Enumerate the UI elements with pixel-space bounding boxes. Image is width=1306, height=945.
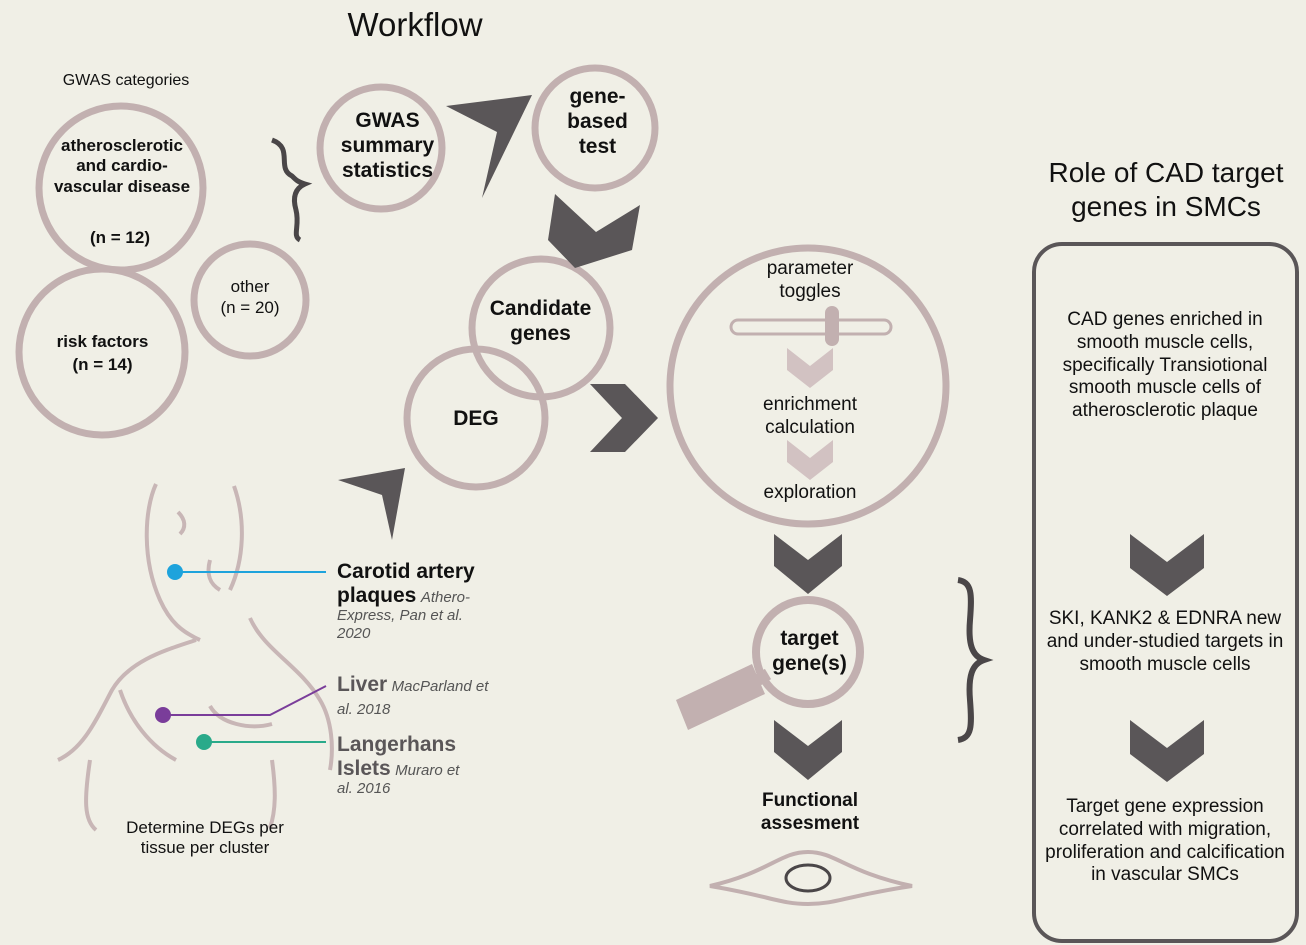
gene-test-label: gene-based test: [567, 85, 628, 159]
gene-test-circle: [531, 64, 659, 192]
other-circle: [190, 240, 310, 360]
target-label: target gene(s): [772, 627, 847, 676]
liver-cite: MacParland et al. 2018: [337, 678, 489, 719]
light-arrow-2: [787, 440, 833, 480]
athero-count: (n = 12): [90, 228, 150, 247]
role-arrow-2: [1130, 720, 1204, 782]
other-count: (n = 20): [220, 298, 280, 317]
functional-label: Functional assesment: [760, 790, 860, 834]
finding-2: SKI, KANK2 & EDNRA new and under-studied…: [1046, 608, 1284, 675]
carotid-name: Carotid artery plaques: [337, 560, 475, 607]
gwas-categories-heading: GWAS categories: [62, 72, 190, 89]
other-label: other: [230, 277, 270, 296]
role-arrow-1: [1130, 534, 1204, 596]
risk-count: (n = 14): [72, 355, 133, 374]
islets-name: Langerhans Islets: [337, 733, 457, 780]
smc-cell: [709, 849, 913, 907]
liver-line: [163, 685, 327, 716]
arrow-to-gene-test: [446, 95, 532, 198]
arrow-to-pipeline: [590, 384, 658, 452]
role-title: Role of CAD target genes in SMCs: [1048, 157, 1284, 222]
light-arrow-1: [787, 348, 833, 388]
carotid-dot: [167, 564, 183, 580]
liver-tissue: Liver MacParland et al. 2018: [337, 671, 507, 721]
slider-track: [729, 318, 893, 336]
summary-stats-circle: [316, 83, 446, 213]
candidate-label: Candidate genes: [489, 297, 592, 346]
candidate-circle: [468, 255, 614, 401]
risk-circle: [15, 265, 189, 439]
carotid-cite: Athero-Express, Pan et al. 2020: [337, 588, 471, 642]
gwas-brace: [270, 137, 313, 243]
islets-cite: Muraro et al. 2016: [337, 761, 460, 798]
finding-3: Target gene expression correlated with m…: [1045, 796, 1285, 886]
right-brace: [957, 577, 994, 743]
arrow-to-functional: [774, 720, 842, 780]
body-caption: Determine DEGs per tissue per cluster: [126, 818, 284, 858]
liver-name: Liver: [337, 673, 388, 696]
islets-tissue: Langerhans Islets Muraro et al. 2016: [337, 733, 477, 798]
athero-label: atherosclerotic and cardio-vascular dise…: [53, 136, 191, 196]
exploration-label: exploration: [763, 482, 857, 503]
islets-dot: [196, 734, 212, 750]
arrow-to-candidate: [548, 194, 640, 268]
parameter-label: parameter toggles: [766, 258, 854, 302]
risk-label: risk factors: [56, 332, 149, 351]
enrichment-label: enrichment calculation: [763, 394, 857, 438]
liver-dot: [155, 707, 171, 723]
magnifier-neck: [754, 668, 772, 686]
pipeline-circle: [666, 244, 950, 528]
deg-label: DEG: [453, 407, 499, 430]
carotid-tissue: Carotid artery plaques Athero-Express, P…: [337, 560, 497, 643]
workflow-title: Workflow: [347, 6, 483, 43]
finding-1: CAD genes enriched in smooth muscle cell…: [1062, 309, 1268, 422]
role-box: [1032, 242, 1299, 943]
smc-nucleus: [784, 863, 832, 893]
arrow-to-target: [774, 534, 842, 594]
magnifier-handle: [676, 664, 765, 730]
body-silhouette: [57, 483, 334, 832]
summary-stats-label: GWAS summary statistics: [340, 109, 435, 183]
slider-knob: [825, 306, 839, 346]
arrow-from-deg: [338, 468, 405, 540]
magnifier-lens: [752, 596, 864, 708]
